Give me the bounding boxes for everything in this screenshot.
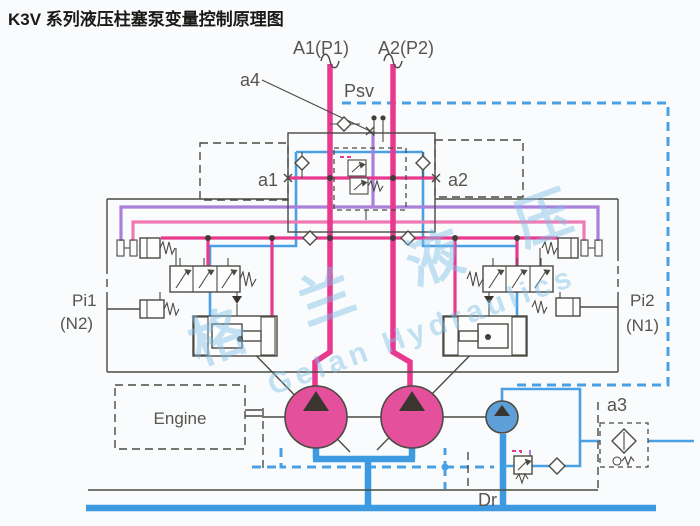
check-valves xyxy=(294,116,431,246)
a1-label: a1 xyxy=(258,170,278,190)
secondary-pink-line xyxy=(131,220,586,241)
dr-label: Dr xyxy=(478,490,497,510)
diagram-title: K3V 系列液压柱塞泵变量控制原理图 xyxy=(8,9,284,29)
dashed-box-right xyxy=(434,139,524,198)
port-a1-label: A1(P1) xyxy=(293,38,349,58)
port-a2-label: A2(P2) xyxy=(378,38,434,58)
a1-a2-cross-marks xyxy=(283,173,441,183)
regulator-right xyxy=(466,237,618,337)
a4-leader-line xyxy=(261,79,375,136)
psv-label: Psv xyxy=(344,81,374,101)
pi1-note-label: (N2) xyxy=(60,314,93,333)
a4-label: a4 xyxy=(240,70,260,90)
pi2-note-label: (N1) xyxy=(626,316,659,335)
pi1-label: Pi1 xyxy=(72,291,97,310)
main-pump-1 xyxy=(284,385,348,449)
check-valve-pilot xyxy=(548,457,566,475)
engine-label: Engine xyxy=(154,409,207,428)
engine-box xyxy=(114,384,486,450)
junction-dots xyxy=(205,175,520,471)
pilot-solenoid-valve xyxy=(333,115,407,220)
dashed-box-left xyxy=(199,142,289,201)
main-regulator-housing xyxy=(106,198,619,373)
pilot-gear-pump xyxy=(485,400,519,434)
pilot-pressure-psv-line xyxy=(342,101,670,387)
pressure-feedback-pink-lines xyxy=(161,176,558,317)
port-wave-symbols xyxy=(320,53,403,69)
main-pressure-lines xyxy=(312,64,413,388)
pump-housing-lines xyxy=(88,402,599,491)
pi2-label: Pi2 xyxy=(630,291,655,310)
pilot-filter-a3 xyxy=(599,422,649,468)
a2-label: a2 xyxy=(448,170,468,190)
pilot-purple-lines xyxy=(119,131,600,241)
main-pump-2 xyxy=(380,385,444,449)
pilot-pump-output-lines xyxy=(500,387,694,468)
suction-tank-lines xyxy=(86,434,656,512)
case-drain-dashed-lines xyxy=(252,448,494,489)
a3-label: a3 xyxy=(607,395,627,415)
relief-valve xyxy=(512,450,533,485)
regulator-left xyxy=(107,237,257,339)
